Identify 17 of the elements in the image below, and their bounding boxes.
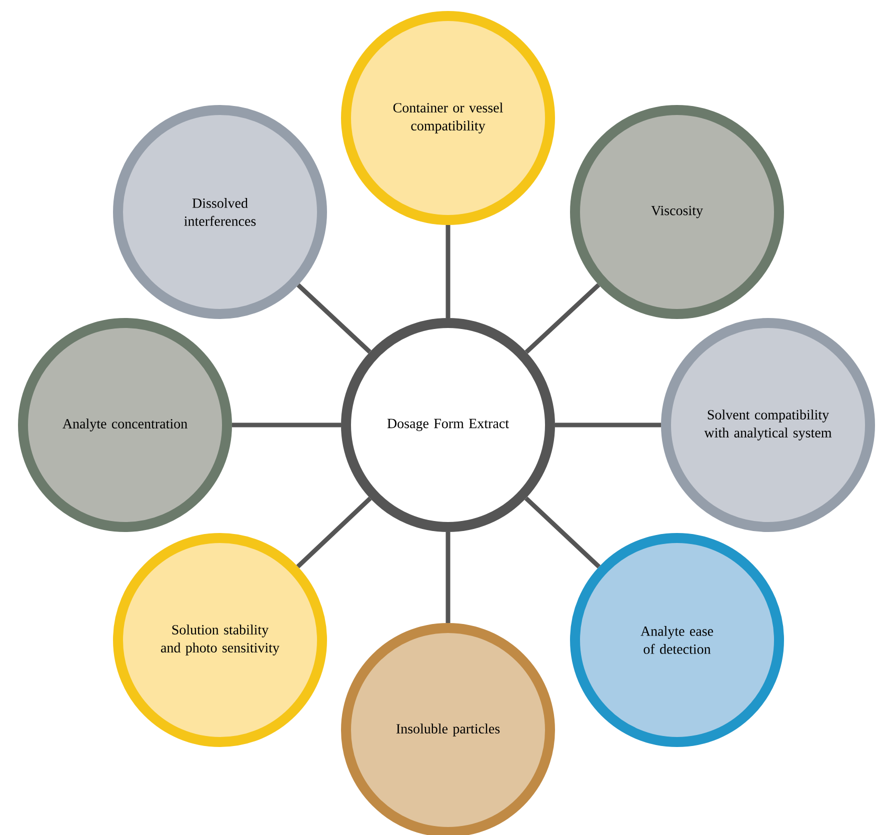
circle-node: Analyte concentration xyxy=(18,318,232,532)
circle-node: Dissolved interferences xyxy=(113,105,327,319)
circle-node: Container or vessel compatibility xyxy=(341,11,555,225)
circle-node: Insoluble particles xyxy=(341,623,555,835)
circle-node: Analyte ease of detection xyxy=(570,533,784,747)
connector-line xyxy=(446,225,450,318)
circle-node: Dosage Form Extract xyxy=(341,318,555,532)
circle-node: Solvent compatibility with analytical system xyxy=(661,318,876,532)
connector-line xyxy=(555,422,661,428)
connector-line xyxy=(232,422,341,428)
connector-line xyxy=(446,532,450,623)
connector-line xyxy=(296,496,372,568)
circle-node: Viscosity xyxy=(570,105,784,319)
connector-line xyxy=(524,283,600,354)
circle-node: Solution stability and photo sensitivity xyxy=(113,533,327,747)
connector-line xyxy=(524,496,601,568)
connector-line xyxy=(296,283,372,354)
